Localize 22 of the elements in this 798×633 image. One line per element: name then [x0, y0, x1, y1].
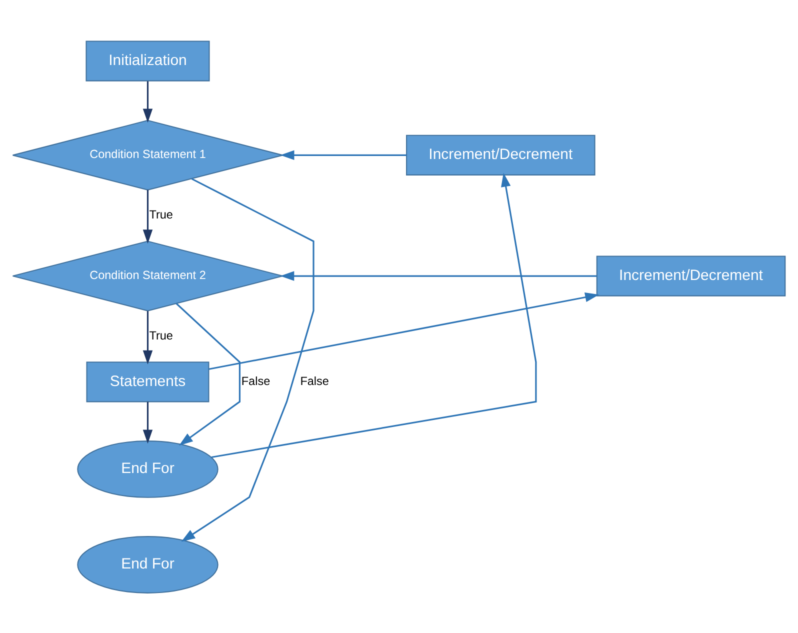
arrow	[142, 401, 153, 444]
edge-label: True	[149, 328, 173, 342]
node-box: Initialization	[86, 40, 210, 81]
node-ellipse: End For	[77, 536, 218, 593]
node-box: Increment/Decrement	[596, 255, 786, 296]
arrow	[211, 172, 537, 458]
arrow	[142, 310, 153, 364]
edge-label: False	[300, 374, 329, 388]
node-box: Statements	[86, 361, 210, 402]
arrow	[142, 189, 153, 244]
node-diamond: Condition Statement 2	[12, 240, 284, 311]
node-box: Increment/Decrement	[406, 134, 596, 175]
edge-label: True	[149, 208, 173, 222]
arrow	[176, 302, 241, 446]
node-diamond: Condition Statement 1	[12, 119, 284, 190]
arrow	[280, 270, 597, 280]
edge-label: False	[241, 374, 270, 388]
node-ellipse: End For	[77, 440, 218, 498]
arrow	[208, 292, 600, 370]
arrow	[142, 80, 153, 122]
arrow	[181, 178, 314, 542]
arrow	[280, 150, 407, 160]
